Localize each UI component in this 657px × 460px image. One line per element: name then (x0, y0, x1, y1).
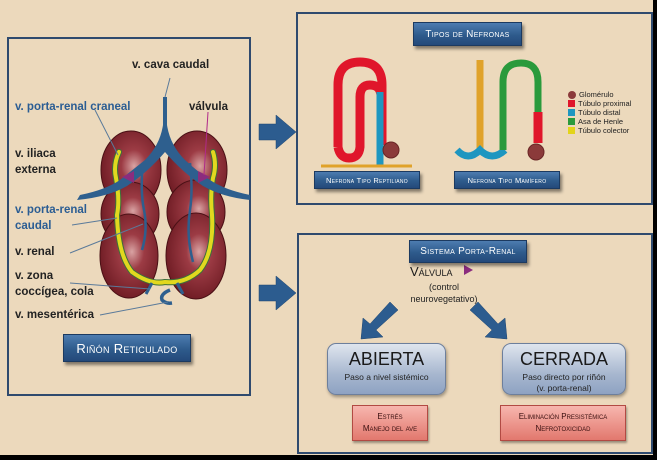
label-line: v. zona (15, 270, 54, 282)
kidney-panel-title: Riñón Reticulado (63, 334, 191, 362)
effect-line: Nefrotoxicidad (535, 424, 591, 433)
reptilian-nephron-label: Nefrona Tipo Reptiliano (314, 171, 420, 189)
valve-label: Válvula (410, 264, 453, 279)
state-closed-box: CERRADA Paso directo por riñón (v. porta… (502, 343, 626, 395)
arrow-right-icon (258, 275, 297, 311)
renal-vein-right (187, 162, 195, 263)
swatch-icon (568, 100, 575, 107)
legend-item-asa-de-henle: Asa de Henle (568, 117, 631, 126)
state-open-title: ABIERTA (348, 349, 425, 369)
arrow-down-left-icon (360, 301, 399, 340)
nephron-panel-title: Tipos de Nefronas (413, 22, 522, 46)
state-open-subtitle: Paso a nivel sistémico (344, 372, 429, 382)
label-line: caudal (15, 220, 52, 232)
legend-label: Túbulo proximal (578, 99, 632, 108)
swatch-icon (568, 109, 575, 116)
subtitle-line: Paso directo por riñón (522, 372, 606, 382)
label-cava-caudal: v. cava caudal (132, 59, 210, 71)
control-note-line: neurovegetativo) (410, 294, 478, 304)
legend-label: Asa de Henle (578, 117, 624, 126)
swatch-icon (568, 127, 575, 134)
label-zona-coccigea: v. zona coccígea, cola (15, 270, 94, 299)
leader-line (164, 77, 171, 98)
valve-triangle-icon (464, 265, 473, 275)
label-porta-renal-caudal: v. porta-renal caudal (15, 204, 87, 233)
mammal-glomerulus (527, 143, 545, 161)
label-iliaca-externa: v. iliaca externa (15, 148, 56, 177)
legend-item-tubulo-colector: Túbulo colector (568, 126, 631, 135)
legend-label: Glomérulo (579, 90, 614, 99)
mammal-loop-of-henle (499, 59, 542, 150)
nephron-legend: Glomérulo Túbulo proximal Túbulo distal … (568, 90, 631, 135)
control-note: (control neurovegetativo) (404, 281, 484, 305)
leader-line (69, 282, 151, 290)
label-line: v. iliaca (15, 148, 56, 160)
porta-panel (297, 233, 653, 454)
leader-line (69, 223, 144, 254)
legend-label: Túbulo colector (578, 126, 630, 135)
label-mesenterica: v. mesentérica (15, 309, 95, 321)
vena-cava-caudal (77, 97, 250, 200)
legend-item-glomerulo: Glomérulo (568, 90, 631, 99)
arrow-down-right-icon (469, 301, 508, 340)
legend-item-tubulo-proximal: Túbulo proximal (568, 99, 631, 108)
state-closed-subtitle: Paso directo por riñón (v. porta-renal) (503, 372, 625, 394)
label-valvula: válvula (189, 101, 228, 113)
mammal-nephron-label: Nefrona Tipo Mamífero (454, 171, 560, 189)
valve-left (122, 171, 134, 183)
effect-line: Estrés (377, 412, 403, 421)
swatch-icon (568, 118, 575, 125)
mammal-distal-tubule (454, 145, 508, 160)
label-renal: v. renal (15, 246, 55, 258)
state-closed-title: CERRADA (519, 349, 608, 369)
leader-line (71, 217, 118, 226)
reptilian-glomerulus (382, 141, 400, 159)
effect-line: Manejo del ave (362, 424, 418, 433)
subtitle-line: (v. porta-renal) (536, 383, 592, 393)
kidney-panel (7, 37, 251, 396)
reptilian-proximal-tubule (333, 57, 387, 147)
effect-line: Eliminación Presistémica (518, 412, 608, 421)
label-porta-renal-craneal: v. porta-renal craneal (15, 101, 131, 113)
coccygeal-vein-right (175, 282, 185, 295)
porta-panel-title: Sistema Porta-Renal (409, 240, 527, 263)
arrow-right-icon (258, 114, 297, 150)
legend-item-tubulo-distal: Túbulo distal (568, 108, 631, 117)
kidney-lobe (165, 212, 227, 300)
label-line: v. porta-renal (15, 204, 87, 216)
renal-vein-left (140, 162, 147, 251)
control-note-line: (control (428, 282, 459, 292)
nephron-panel (296, 12, 653, 205)
mesenteric-vein (159, 288, 173, 305)
glomerulus-swatch-icon (568, 90, 576, 99)
legend-label: Túbulo distal (578, 108, 621, 117)
leader-line (203, 111, 209, 176)
state-open-box: ABIERTA Paso a nivel sistémico (327, 343, 446, 395)
label-line: externa (15, 164, 56, 176)
closed-effects-box: Eliminación Presistémica Nefrotoxicidad (500, 405, 626, 441)
label-line: coccígea, cola (15, 286, 94, 298)
reptilian-proximal-tubule-inner (333, 80, 386, 163)
leader-line (94, 109, 119, 156)
valve-right (198, 171, 210, 183)
open-effects-box: Estrés Manejo del ave (352, 405, 428, 441)
leader-line (99, 301, 169, 316)
